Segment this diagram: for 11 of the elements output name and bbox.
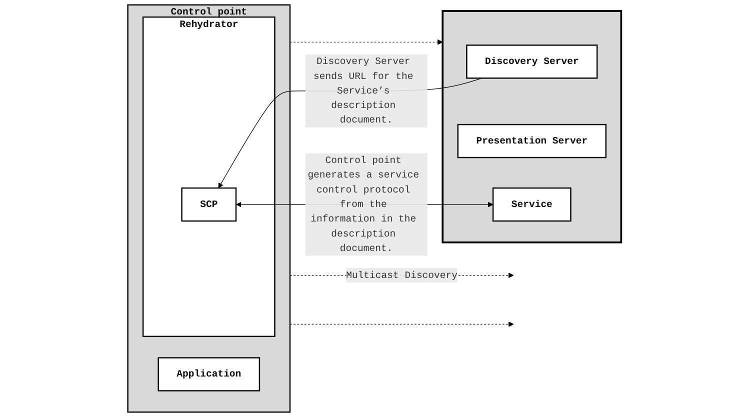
edge-label: Control point generates a service control protocol from the information in the description document. xyxy=(308,155,420,254)
node-box: Presentation Server xyxy=(457,124,607,158)
node-box: Discovery Server xyxy=(466,44,598,79)
node-box: Application xyxy=(158,357,260,392)
arrow xyxy=(290,322,514,327)
edge-label: Discovery Server sends URL for the Service’s description document. xyxy=(314,56,414,126)
node-box: Service xyxy=(492,187,572,222)
arrow xyxy=(290,39,443,45)
node-box: SCP xyxy=(181,187,237,222)
cluster xyxy=(442,10,622,244)
edge-label: Multicast Discovery xyxy=(346,270,458,281)
